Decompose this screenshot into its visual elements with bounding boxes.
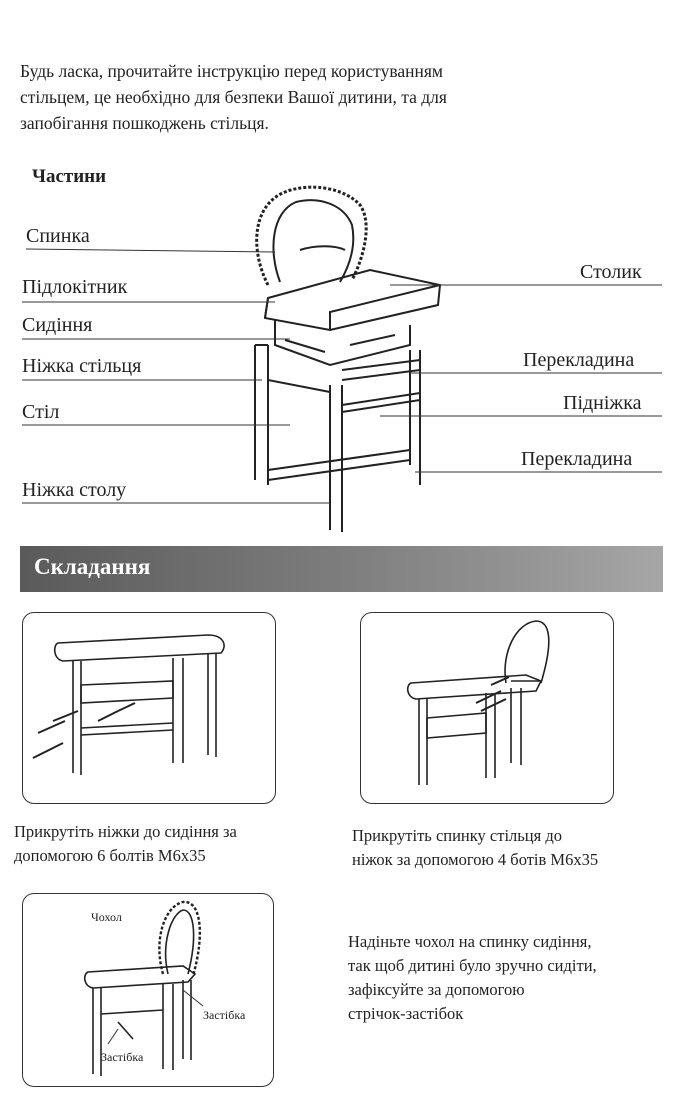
chair-parts-diagram <box>22 185 662 532</box>
intro-line-1: Будь ласка, прочитайте інструкцію перед … <box>20 61 443 81</box>
step1-illustration <box>22 612 276 804</box>
label-table: Стіл <box>22 401 60 423</box>
step3-caption: Надіньте чохол на спинку сидіння, так що… <box>348 930 597 1026</box>
step2-caption-line-2: ніжок за допомогою 4 ботів М6х35 <box>352 850 599 869</box>
label-table-leg: Ніжка столу <box>22 479 127 501</box>
step2-caption: Прикрутіть спинку стільця до ніжок за до… <box>352 824 598 872</box>
label-backrest: Спинка <box>26 225 90 247</box>
label-chair-leg: Ніжка стільця <box>22 355 142 377</box>
intro-line-2: стільцем, це необхідно для безпеки Вашої… <box>20 87 447 107</box>
step3-caption-line-1: Надіньте чохол на спинку сидіння, <box>348 932 592 951</box>
assembly-banner: Складання <box>20 546 663 592</box>
assembly-title: Складання <box>34 554 151 579</box>
label-tray: Столик <box>580 261 642 283</box>
cover-label: Чохол <box>91 910 122 924</box>
intro-paragraph: Будь ласка, прочитайте інструкцію перед … <box>20 58 620 136</box>
step3-illustration: Чохол Застібка Застібка <box>22 893 274 1087</box>
step3-drawing <box>83 900 204 1076</box>
parts-title: Частини <box>32 166 107 187</box>
step1-caption-line-1: Прикрутіть ніжки до сидіння за <box>14 822 237 841</box>
step1-caption-line-2: допомогою 6 болтів М6х35 <box>14 846 206 865</box>
label-armrest: Підлокітник <box>22 276 128 298</box>
step3-caption-line-3: зафіксуйте за допомогою <box>348 980 525 999</box>
step2-illustration <box>360 612 614 804</box>
label-crossbar-1: Перекладина <box>523 349 635 371</box>
label-crossbar-2: Перекладина <box>521 448 633 470</box>
step1-caption: Прикрутіть ніжки до сидіння за допомогою… <box>14 820 237 868</box>
step1-drawing <box>32 634 225 775</box>
step2-caption-line-1: Прикрутіть спинку стільця до <box>352 826 562 845</box>
step2-drawing <box>406 620 550 785</box>
label-seat: Сидіння <box>22 314 93 336</box>
intro-line-3: запобігання пошкоджень стільця. <box>20 113 269 133</box>
fastener-label-2: Застібка <box>101 1050 144 1064</box>
step3-caption-line-4: стрічок-застібок <box>348 1004 464 1023</box>
label-footrest: Підніжка <box>563 392 642 414</box>
step3-caption-line-2: так щоб дитині було зручно сидіти, <box>348 956 597 975</box>
fastener-label-1: Застібка <box>203 1008 246 1022</box>
